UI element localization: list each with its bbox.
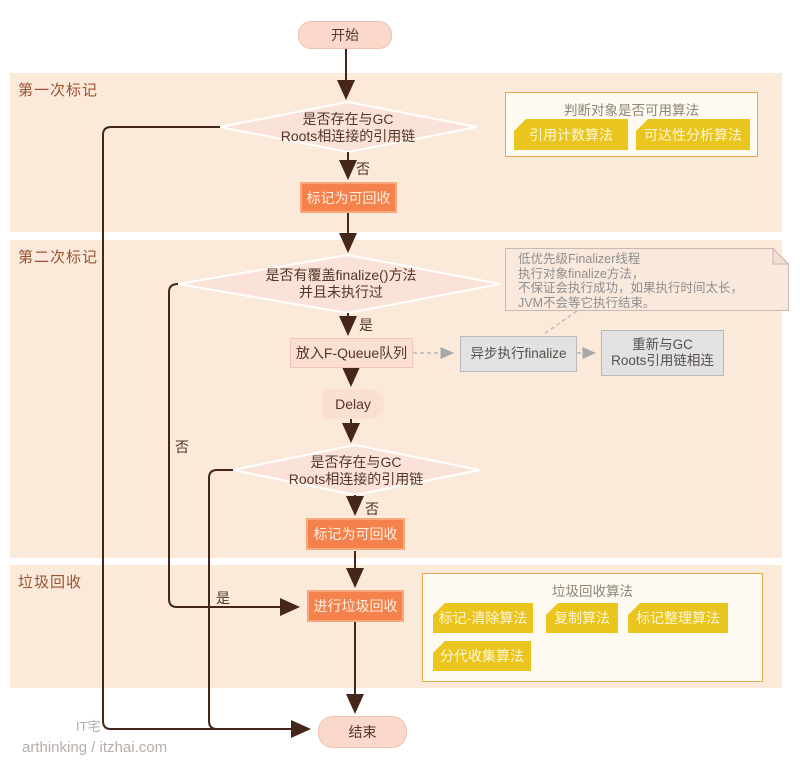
- tag-copying: 复制算法: [546, 603, 618, 633]
- start-node: 开始: [298, 21, 392, 49]
- section-label-first-mark: 第一次标记: [18, 82, 99, 99]
- edge-label-decision3-no: 否: [365, 501, 379, 517]
- mark-recyclable-2-box: 标记为可回收: [306, 518, 405, 550]
- watermark-author: arthinking / itzhai.com: [22, 739, 168, 756]
- watermark-itzhai: IT宅: [76, 719, 101, 734]
- edge-label-decision3-yes: 是: [216, 590, 230, 606]
- panel-gc-title: 垃圾回收算法: [552, 584, 633, 599]
- edge-decision1-yes-to-end: [102, 126, 311, 738]
- panel-liveness-algorithms: 判断对象是否可用算法 引用计数算法 可达性分析算法: [505, 92, 758, 157]
- edge-label-decision2-no: 否: [175, 439, 189, 455]
- edge-decision2-no-to-dogc: [168, 283, 300, 616]
- finalizer-note-text: 低优先级Finalizer线程 执行对象finalize方法， 不保证会执行成功…: [518, 252, 744, 310]
- tag-mark-compact: 标记整理算法: [628, 603, 728, 633]
- tag-reference-counting: 引用计数算法: [514, 119, 628, 150]
- edge-label-decision2-yes: 是: [359, 317, 373, 333]
- reconnect-gc-roots-box: 重新与GC Roots引用链相连: [601, 330, 724, 376]
- mark-recyclable-1-box: 标记为可回收: [300, 182, 397, 213]
- panel-gc-algorithms: 垃圾回收算法 标记-清除算法 复制算法 标记整理算法 分代收集算法: [422, 573, 763, 682]
- panel-liveness-title: 判断对象是否可用算法: [564, 103, 699, 118]
- do-gc-box: 进行垃圾回收: [307, 590, 404, 622]
- async-finalize-box: 异步执行finalize: [460, 336, 577, 372]
- decision-gc-roots-2-label: 是否存在与GC Roots相连接的引用链: [288, 454, 424, 487]
- decision-finalize-label: 是否有覆盖finalize()方法 并且未执行过: [265, 267, 417, 300]
- tag-mark-sweep: 标记-清除算法: [433, 603, 533, 633]
- edge-note-to-async: [543, 310, 578, 335]
- finalizer-note: 低优先级Finalizer线程 执行对象finalize方法， 不保证会执行成功…: [505, 248, 789, 311]
- section-label-gc: 垃圾回收: [18, 574, 83, 591]
- note-shape: [505, 248, 789, 311]
- decision-gc-roots-1-label: 是否存在与GC Roots相连接的引用链: [280, 111, 416, 144]
- delay-node: Delay: [322, 389, 384, 419]
- edge-label-decision1-no: 否: [356, 161, 370, 177]
- tag-reachability-analysis: 可达性分析算法: [636, 119, 750, 150]
- note-fold-corner: [772, 248, 789, 265]
- end-node: 结束: [318, 716, 407, 748]
- edge-decision3-yes-to-end: [208, 469, 233, 730]
- f-queue-box: 放入F-Queue队列: [290, 338, 413, 368]
- tag-generational: 分代收集算法: [433, 641, 531, 671]
- section-label-second-mark: 第二次标记: [18, 249, 99, 266]
